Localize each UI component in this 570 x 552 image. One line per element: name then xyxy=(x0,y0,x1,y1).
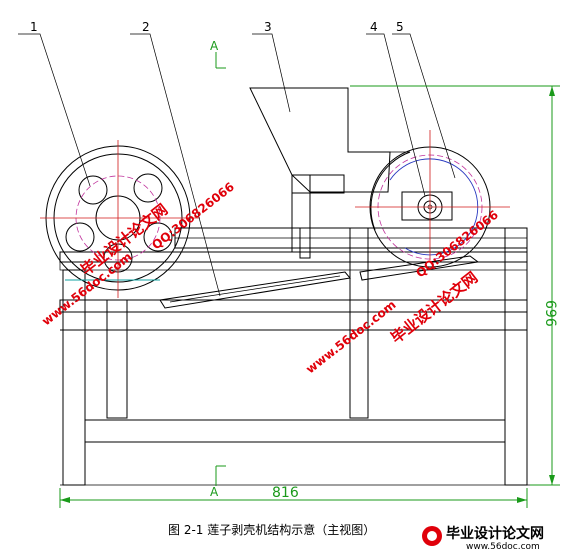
section-mark-bottom: A xyxy=(210,465,226,499)
drive-wheel xyxy=(40,140,200,298)
leader-lines xyxy=(18,33,456,297)
part-label-4: 4 xyxy=(370,20,378,34)
part-label-1: 1 xyxy=(30,20,38,34)
logo-title: 毕业设计论文网 xyxy=(446,525,544,542)
section-label-bottom: A xyxy=(210,485,219,499)
watermark-url-right: www.56doc.com xyxy=(303,298,398,377)
watermark-right: www.56doc.com QQ:306826066 毕业设计论文网 xyxy=(303,208,501,377)
site-logo: 毕业设计论文网 www.56doc.com xyxy=(422,525,544,552)
part-label-3: 3 xyxy=(264,20,272,34)
part-label-5: 5 xyxy=(396,20,404,34)
height-value: 696 xyxy=(542,300,558,327)
hopper xyxy=(249,87,410,252)
width-value: 816 xyxy=(272,485,299,501)
section-label-top: A xyxy=(210,39,219,53)
shelling-roller xyxy=(355,130,510,268)
separating-screen xyxy=(65,255,480,309)
figure-caption: 图 2-1 莲子剥壳机结构示意（主视图） xyxy=(168,522,375,537)
width-dimension: 816 xyxy=(59,485,528,508)
watermark-left: 毕业设计论文网 QQ:306826066 www.56doc.com xyxy=(39,180,237,329)
section-mark-top: A xyxy=(210,39,226,69)
height-dimension: 696 xyxy=(350,85,560,486)
watermark-cn-right: 毕业设计论文网 xyxy=(387,268,481,347)
logo-url: www.56doc.com xyxy=(466,542,540,552)
machine-frame xyxy=(59,227,530,486)
part-label-2: 2 xyxy=(142,20,150,34)
